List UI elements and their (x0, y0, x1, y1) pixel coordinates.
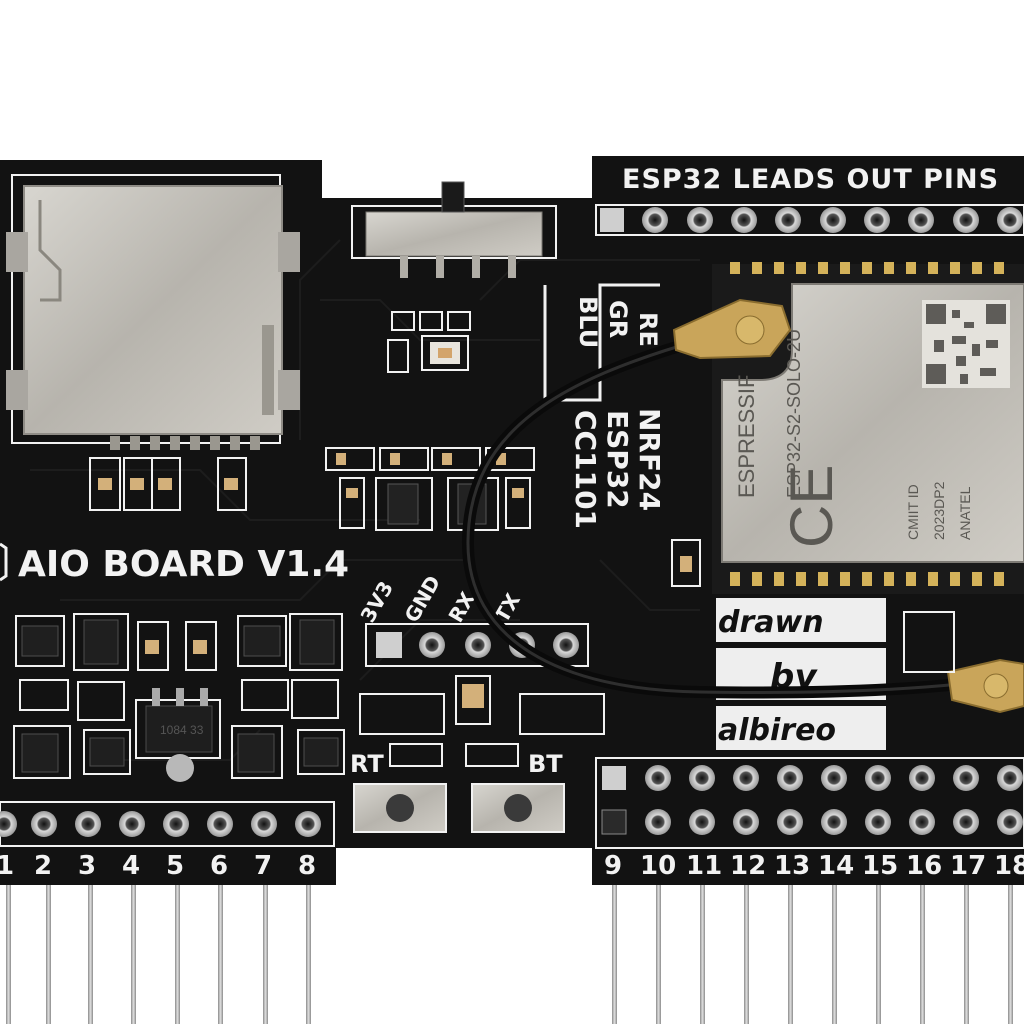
smd-components-center (325, 447, 535, 531)
pin-number: 1 (0, 851, 14, 881)
boot-button-label: BT (528, 750, 563, 778)
pin-number: 7 (254, 851, 272, 881)
reset-button-label: RT (350, 750, 384, 778)
rgb-led (387, 311, 471, 373)
board-name: AIO BOARD V1.4 (18, 544, 349, 585)
led-label-green: GR (604, 300, 632, 338)
credit-line-3: albireo (718, 713, 836, 748)
esp32-module: ESPRESSIF ESP32-S2-SOLO-2U CE CMIIT ID 2… (712, 262, 1024, 594)
pin-number: 12 (730, 851, 766, 881)
reset-button[interactable] (353, 783, 447, 833)
pin-number: 13 (774, 851, 810, 881)
antenna-pigtail-cable (461, 334, 966, 699)
pin-number: 10 (640, 851, 676, 881)
pin-number: 4 (122, 851, 140, 881)
module-fine-print-2: 2023DP2 (931, 481, 947, 540)
bottom-pin-header-right (595, 757, 1024, 849)
header-label: ESP32 LEADS OUT PINS (622, 164, 999, 195)
pin-number: 17 (950, 851, 986, 881)
pin-number: 16 (906, 851, 942, 881)
pin-number: 15 (862, 851, 898, 881)
voltage-regulator: 1084 33 (135, 688, 221, 782)
ufl-connector-cable-end (946, 658, 1024, 714)
bottom-pin-header-left (0, 801, 335, 847)
module-label-esp32: ESP32 (601, 410, 634, 509)
pin-number: 8 (298, 851, 316, 881)
regulator-marking: 1084 33 (160, 723, 204, 737)
ce-mark: CE (778, 465, 845, 548)
smd-components-left (13, 457, 345, 779)
qr-code (922, 300, 1010, 388)
pin-numbers-left: 1 2 3 4 5 6 7 8 (0, 851, 316, 881)
power-pin-header (365, 623, 589, 667)
boot-button[interactable] (471, 783, 565, 833)
pin-number: 6 (210, 851, 228, 881)
led-label-red: RE (634, 312, 662, 347)
header-pins-left (6, 880, 311, 1024)
credit-line-1: drawn (718, 605, 824, 640)
module-label-cc1101: CC1101 (569, 410, 602, 529)
module-fine-print-1: CMIIT ID (905, 484, 921, 540)
module-model: ESP32-S2-SOLO-2U (784, 329, 804, 498)
pin-number: 18 (994, 851, 1024, 881)
ufl-connector-module (672, 298, 792, 360)
pin-numbers-right: 9 10 11 12 13 14 15 16 17 18 (604, 851, 1024, 881)
module-label-nrf24: NRF24 (633, 408, 666, 511)
module-brand: ESPRESSIF (734, 375, 759, 498)
top-pin-header (595, 204, 1024, 236)
smd-components-right (359, 539, 955, 767)
pin-number: 14 (818, 851, 854, 881)
pin-number: 5 (166, 851, 184, 881)
pin-number: 2 (34, 851, 52, 881)
pin-number: 9 (604, 851, 622, 881)
pin-number: 11 (686, 851, 722, 881)
sd-card-slot (6, 174, 300, 450)
led-label-blue: BLU (574, 296, 602, 348)
module-fine-print-3: ANATEL (957, 486, 973, 540)
header-pins-right (612, 880, 1013, 1024)
power-slide-switch[interactable] (351, 181, 557, 278)
credit-block: drawn by albireo (716, 598, 886, 750)
pin-number: 3 (78, 851, 96, 881)
